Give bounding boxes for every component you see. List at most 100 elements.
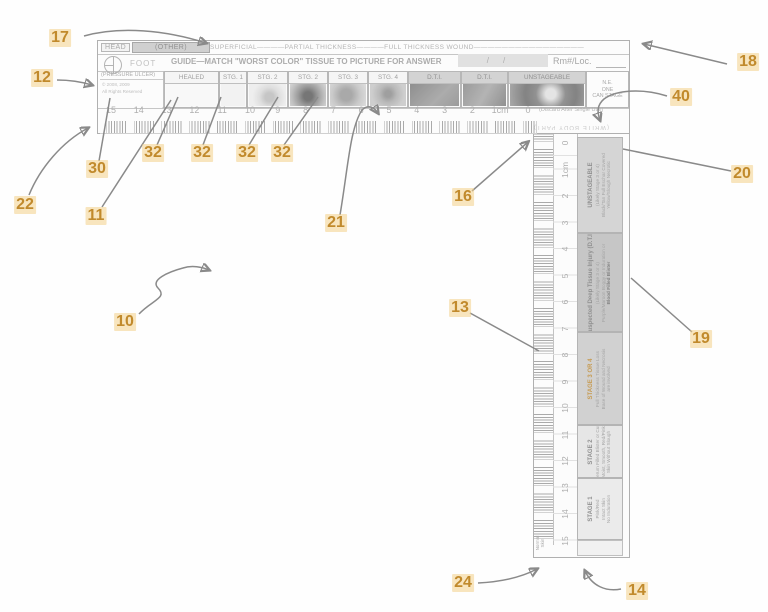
callout-12: 12 <box>31 69 53 87</box>
thickness-scale-label: SUPERFICIAL————PARTIAL THICKNESS————FULL… <box>210 44 585 51</box>
v-ruler-number: 2 <box>560 193 570 199</box>
stage-photo-7 <box>410 84 459 106</box>
h-ruler-number: 3 <box>442 105 448 115</box>
v-stage-line: Skin Without Slough <box>606 430 612 473</box>
stage-cell: STG. 2 <box>247 71 288 108</box>
h-ruler-number: 13 <box>161 105 172 115</box>
callout-18: 18 <box>737 53 759 71</box>
ne-line: ONE <box>601 86 614 93</box>
h-ruler-number: 8 <box>303 105 309 115</box>
callout-14: 14 <box>626 582 648 600</box>
stage-photo-2 <box>221 84 245 106</box>
v-ruler-number: 3 <box>560 220 570 225</box>
ne-line: N.E. <box>602 80 613 86</box>
callout-32: 32 <box>191 144 213 162</box>
stage-photo-3 <box>249 84 286 106</box>
row-divider <box>98 54 629 55</box>
stage-photo-8 <box>463 84 506 106</box>
horizontal-arm: HEAD (OTHER) SUPERFICIAL————PARTIAL THIC… <box>97 40 630 134</box>
v-ruler-number: 5 <box>560 273 570 278</box>
stage-cell: D.T.I. <box>408 71 461 108</box>
pressure-ulcer-title: (PRESSURE ULCER) <box>100 71 163 80</box>
stage-cell: STG. 1 <box>219 71 247 108</box>
stage-cell-label: UNSTAGEABLE <box>509 72 585 84</box>
v-stage-cell-content: Suspected Deep Tissue Injury (D.T.I.)(Li… <box>578 234 622 331</box>
stage-photo-1 <box>166 84 217 106</box>
head-label: HEAD <box>101 43 131 52</box>
callout-11: 11 <box>85 207 107 225</box>
circle-note: Circle <box>591 278 597 299</box>
date-field: // <box>458 54 548 67</box>
stage-photo-6 <box>370 84 406 106</box>
copyright-line: © 2008, 2009 <box>102 82 130 87</box>
callout-24: 24 <box>452 574 474 592</box>
v-ruler-number: 10 <box>560 403 570 413</box>
body-map-icon <box>104 56 122 74</box>
stage-cell-label: STG. 2 <box>248 72 287 84</box>
other-label: (OTHER) <box>132 42 210 53</box>
vertical-ruler-ticks <box>534 134 554 545</box>
callout-40: 40 <box>670 88 692 106</box>
v-stage-title: STAGE 2 <box>588 438 595 465</box>
v-ruler-number: 7 <box>560 326 570 331</box>
v-ruler-number: 6 <box>560 299 570 305</box>
write-body-part-label: (WRITE BODY PART) <box>533 124 610 130</box>
v-stage-cell: Suspected Deep Tissue Injury (D.T.I.)(Li… <box>577 233 623 332</box>
stage-photo-9 <box>510 84 584 106</box>
h-ruler-number: 15 <box>105 105 117 115</box>
foot-label: FOOT <box>130 59 157 68</box>
v-stage-title: STAGE 1 <box>588 496 595 522</box>
callout-16: 16 <box>452 188 474 206</box>
h-ruler-number: 2 <box>469 105 475 115</box>
bottom-blank-cell <box>577 540 623 556</box>
v-ruler-number: 12 <box>560 456 570 466</box>
h-ruler-number: 14 <box>133 105 144 115</box>
stage-photo-5 <box>330 84 366 106</box>
stage-cell: STG. 2 <box>288 71 328 108</box>
v-ruler-number: 4 <box>560 246 570 252</box>
v-ruler-number: 8 <box>560 352 570 358</box>
callout-17: 17 <box>49 29 71 47</box>
ne-line: CAN STAGE <box>592 93 623 99</box>
ne-cell: N.E. ONE CAN STAGE <box>586 71 629 108</box>
stage-cell-label: HEALED <box>165 72 218 84</box>
callout-19: 19 <box>690 330 712 348</box>
stage-cell: STG. 4 <box>368 71 408 108</box>
h-ruler-number: 12 <box>189 105 200 115</box>
callout-20: 20 <box>731 165 753 183</box>
stage-cell-label: STG. 4 <box>369 72 407 84</box>
stage-cell-label: D.T.I. <box>462 72 507 84</box>
callout-13: 13 <box>449 299 471 317</box>
callout-32: 32 <box>236 144 258 162</box>
callout-30: 30 <box>86 160 108 178</box>
h-ruler-number: 6 <box>358 105 364 115</box>
horizontal-ruler-ticks <box>100 121 537 134</box>
v-stage-cell-content: UNSTAGEABLE(Likely Stage 3 or 4)Black/Ta… <box>578 139 622 231</box>
v-stage-title: STAGE 3 OR 4 <box>588 358 595 399</box>
callout-10: 10 <box>114 313 136 331</box>
stage-cell: STG. 3 <box>328 71 368 108</box>
v-stage-cell: UNSTAGEABLE(Likely Stage 3 or 4)Black/Ta… <box>577 137 623 233</box>
v-ruler-number: 9 <box>560 379 570 384</box>
v-stage-line: Yellow/Slough Necrotic <box>606 161 612 209</box>
rights-line: All Rights Reserved <box>102 89 143 94</box>
callout-32: 32 <box>142 144 164 162</box>
v-ruler-number: 1cm <box>560 161 570 178</box>
discard-note: (Discard After Single Use) <box>539 107 604 113</box>
v-stage-title: UNSTAGEABLE <box>588 162 595 208</box>
h-ruler-number: 7 <box>330 105 336 115</box>
h-ruler-number: 11 <box>217 105 227 115</box>
h-ruler-number: 5 <box>386 105 392 115</box>
h-ruler-number: 9 <box>275 105 281 115</box>
pressure-ulcer-info-cell: (PRESSURE ULCER) © 2008, 2009 All Rights… <box>100 71 164 108</box>
v-ruler-number: 14 <box>560 509 570 519</box>
callout-21: 21 <box>325 214 347 232</box>
v-ruler-number: 13 <box>560 482 570 493</box>
